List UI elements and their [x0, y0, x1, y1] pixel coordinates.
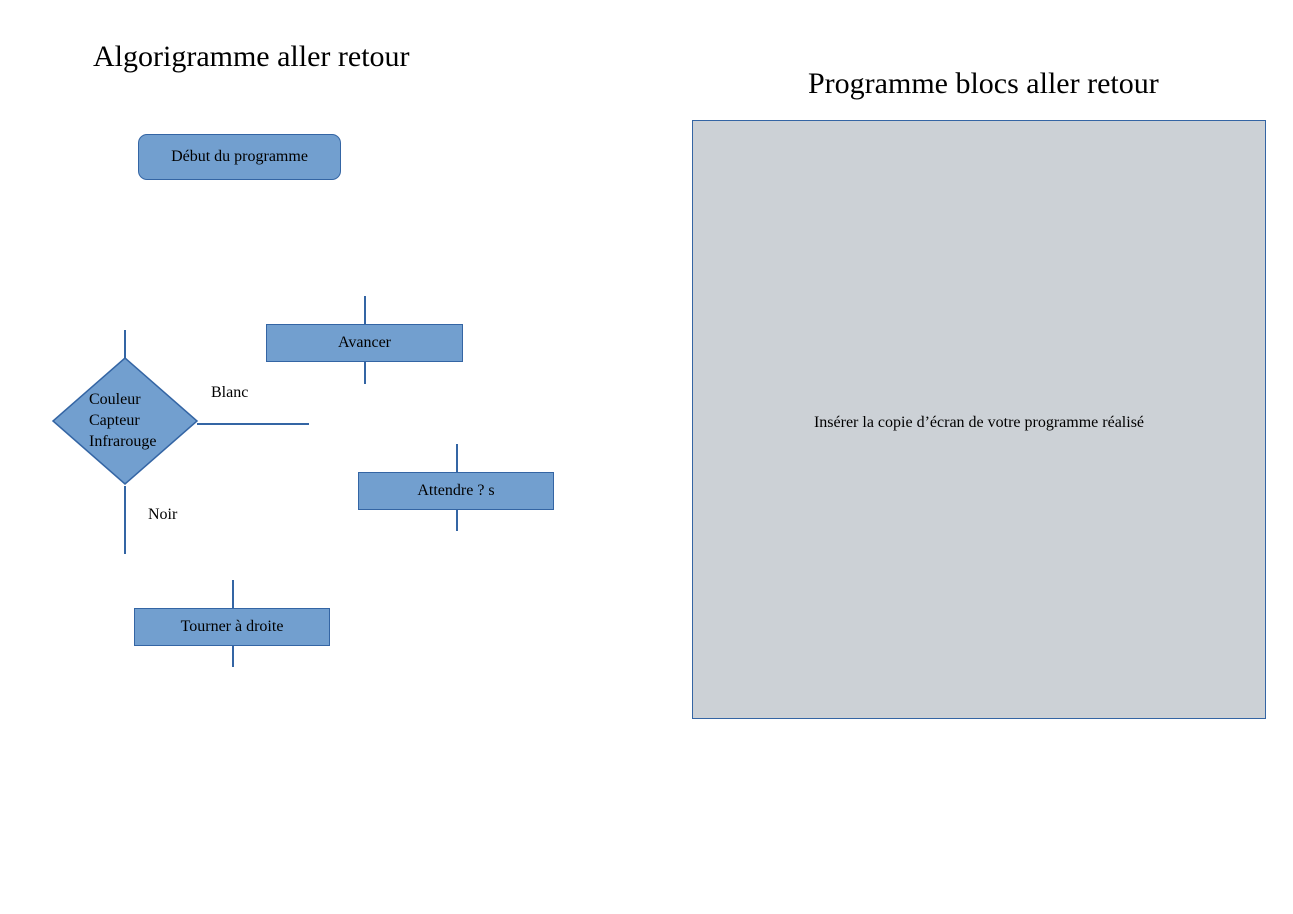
branch-label-black: Noir [148, 506, 178, 523]
decision-line-1: Couleur [89, 391, 141, 408]
turn-right-step: Tourner à droite [134, 608, 330, 646]
connector-black-branch [124, 486, 126, 554]
sensor-decision-diamond [51, 357, 199, 485]
connector-below-wait [456, 510, 458, 531]
connector-above-decision [124, 330, 126, 358]
start-label: Début du programme [171, 148, 308, 165]
wait-label: Attendre ? s [417, 482, 495, 499]
connector-below-advance [364, 362, 366, 384]
connector-below-turn [232, 646, 234, 667]
block-program-title: Programme blocs aller retour [808, 67, 1159, 100]
algorigram-title: Algorigramme aller retour [93, 40, 410, 73]
decision-label: Couleur Capteur Infrarouge [89, 389, 157, 452]
placeholder-instruction: Insérer la copie d’écran de votre progra… [813, 413, 1145, 431]
connector-above-wait [456, 444, 458, 472]
screenshot-placeholder-panel[interactable]: Insérer la copie d’écran de votre progra… [692, 120, 1266, 719]
decision-line-3: Infrarouge [89, 433, 157, 450]
wait-step: Attendre ? s [358, 472, 554, 510]
advance-label: Avancer [338, 334, 391, 351]
connector-white-branch [197, 423, 309, 425]
branch-label-white: Blanc [211, 384, 249, 401]
connector-above-turn [232, 580, 234, 608]
advance-step: Avancer [266, 324, 463, 362]
connector-above-advance [364, 296, 366, 324]
start-terminal: Début du programme [138, 134, 341, 180]
turn-right-label: Tourner à droite [180, 618, 284, 635]
decision-line-2: Capteur [89, 412, 140, 429]
